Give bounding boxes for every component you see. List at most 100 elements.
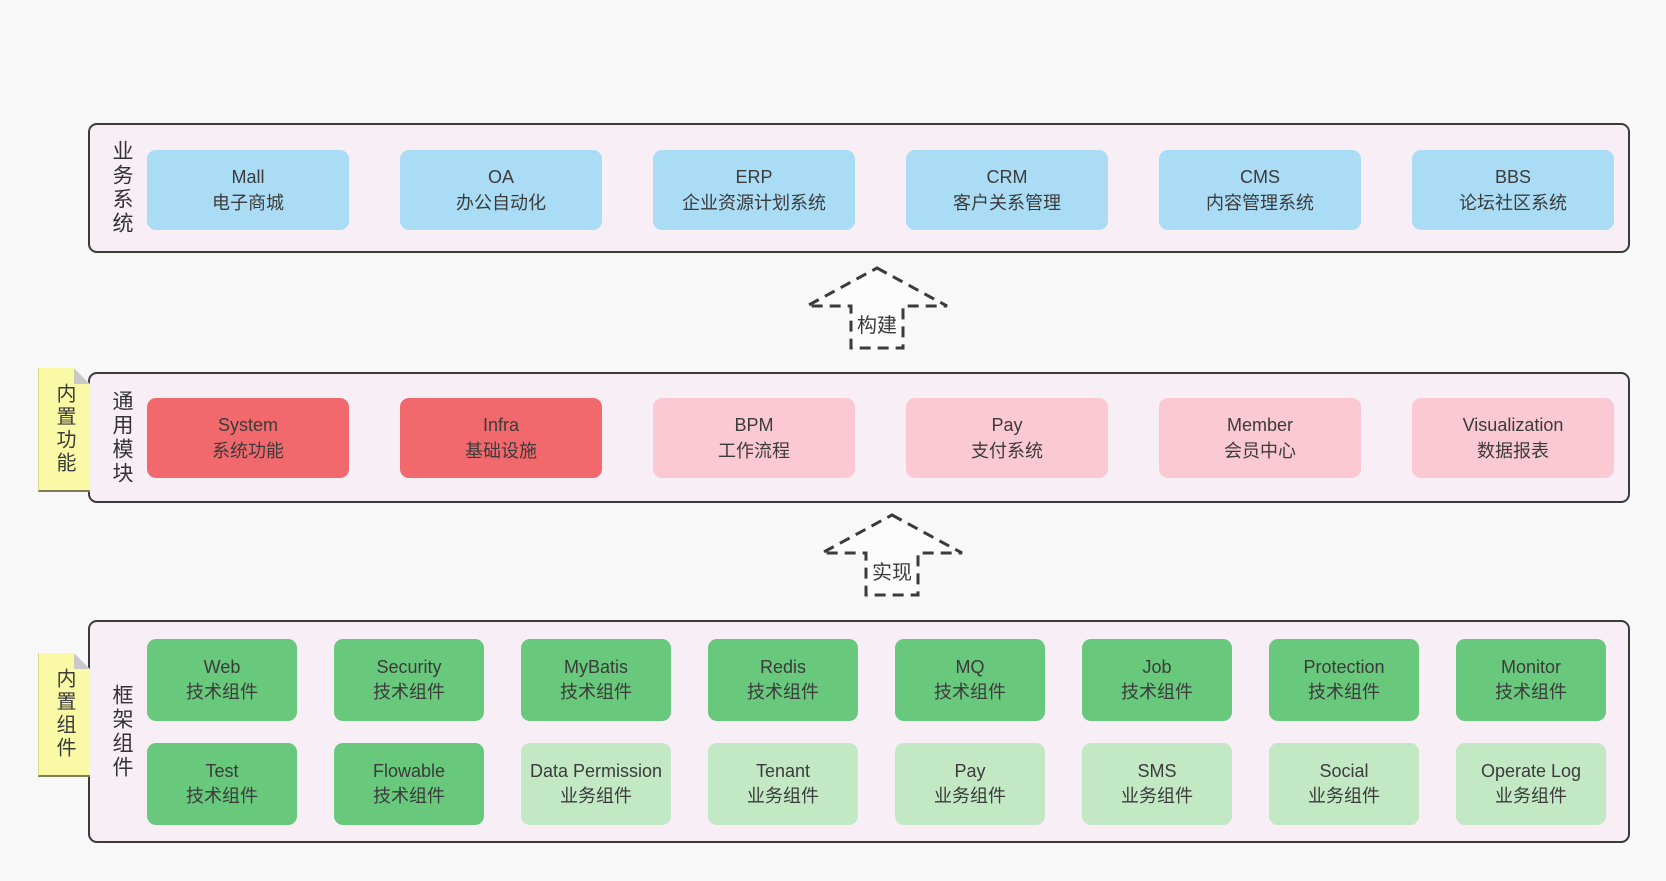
note-built-in-functions: 内置功能 — [38, 368, 90, 492]
card-subtitle: 业务组件 — [1495, 786, 1567, 806]
card-title: Pay — [954, 761, 986, 781]
card-subtitle: 技术组件 — [934, 682, 1006, 702]
card-subtitle: 业务组件 — [560, 786, 632, 806]
card-subtitle: 技术组件 — [560, 682, 632, 702]
card-title: Visualization — [1462, 415, 1564, 435]
card-subtitle: 电子商城 — [212, 193, 284, 213]
card-cms: CMS 内容管理系统 — [1159, 150, 1361, 230]
card-monitor: Monitor 技术组件 — [1456, 639, 1606, 721]
card-title: Redis — [759, 657, 807, 677]
card-infra: Infra 基础设施 — [400, 398, 602, 478]
section-business-systems: 业务系统 Mall 电子商城 OA 办公自动化 ERP 企业资源计划系统 CRM… — [88, 123, 1630, 253]
card-subtitle: 技术组件 — [186, 682, 258, 702]
card-job: Job 技术组件 — [1082, 639, 1232, 721]
card-title: OA — [487, 167, 514, 187]
card-subtitle: 企业资源计划系统 — [682, 193, 826, 213]
card-title: ERP — [735, 167, 773, 187]
card-subtitle: 技术组件 — [373, 682, 445, 702]
card-crm: CRM 客户关系管理 — [906, 150, 1108, 230]
card-title: CMS — [1240, 167, 1280, 187]
card-subtitle: 技术组件 — [373, 786, 445, 806]
section-common-modules: 通用模块 System 系统功能 Infra 基础设施 BPM 工作流程 Pay… — [88, 372, 1630, 503]
card-operate-log: Operate Log 业务组件 — [1456, 743, 1606, 825]
card-title: Mall — [231, 167, 265, 187]
card-subtitle: 技术组件 — [186, 786, 258, 806]
card-subtitle: 会员中心 — [1224, 441, 1296, 461]
card-title: Tenant — [755, 761, 811, 781]
card-title: MyBatis — [563, 657, 628, 677]
card-title: System — [217, 415, 278, 435]
card-redis: Redis 技术组件 — [708, 639, 858, 721]
card-title: Member — [1226, 415, 1293, 435]
card-subtitle: 论坛社区系统 — [1459, 193, 1567, 213]
card-title: Flowable — [372, 761, 446, 781]
business-row: Mall 电子商城 OA 办公自动化 ERP 企业资源计划系统 CRM 客户关系… — [147, 150, 1614, 230]
card-subtitle: 支付系统 — [971, 441, 1043, 461]
section-framework-label: 框架组件 — [110, 683, 133, 780]
section-business-label: 业务系统 — [110, 140, 133, 236]
card-mq: MQ 技术组件 — [895, 639, 1045, 721]
card-subtitle: 工作流程 — [718, 441, 790, 461]
build-arrow-label: 构建 — [857, 314, 897, 337]
card-subtitle: 系统功能 — [212, 441, 284, 461]
card-subtitle: 数据报表 — [1477, 441, 1549, 461]
card-subtitle: 业务组件 — [747, 786, 819, 806]
card-subtitle: 技术组件 — [1495, 682, 1567, 702]
card-security: Security 技术组件 — [334, 639, 484, 721]
card-title: Pay — [991, 415, 1023, 435]
card-title: MQ — [955, 657, 985, 677]
note-built-in-components: 内置组件 — [38, 653, 90, 777]
card-subtitle: 办公自动化 — [456, 193, 546, 213]
card-subtitle: 客户关系管理 — [953, 193, 1061, 213]
modules-row: System 系统功能 Infra 基础设施 BPM 工作流程 Pay 支付系统… — [147, 398, 1614, 478]
card-title: CRM — [986, 167, 1028, 187]
card-title: BPM — [734, 415, 774, 435]
card-bbs: BBS 论坛社区系统 — [1412, 150, 1614, 230]
card-title: Data Permission — [529, 761, 663, 781]
build-arrow-icon: 构建 — [806, 266, 948, 350]
card-flowable: Flowable 技术组件 — [334, 743, 484, 825]
framework-row-2: Test 技术组件 Flowable 技术组件 Data Permission … — [147, 743, 1606, 825]
card-title: Security — [376, 657, 442, 677]
card-mall: Mall 电子商城 — [147, 150, 349, 230]
card-pay-biz: Pay 业务组件 — [895, 743, 1045, 825]
section-modules-label: 通用模块 — [110, 389, 133, 486]
section-framework-components: 框架组件 Web 技术组件 Security 技术组件 MyBatis 技术组件… — [88, 620, 1630, 843]
folded-corner-icon — [74, 368, 90, 384]
card-subtitle: 业务组件 — [934, 786, 1006, 806]
card-data-permission: Data Permission 业务组件 — [521, 743, 671, 825]
card-title: Operate Log — [1480, 761, 1582, 781]
card-title: Infra — [482, 415, 520, 435]
card-subtitle: 基础设施 — [465, 441, 537, 461]
card-pay: Pay 支付系统 — [906, 398, 1108, 478]
card-bpm: BPM 工作流程 — [653, 398, 855, 478]
card-erp: ERP 企业资源计划系统 — [653, 150, 855, 230]
card-subtitle: 业务组件 — [1121, 786, 1193, 806]
card-title: Social — [1319, 761, 1369, 781]
card-test: Test 技术组件 — [147, 743, 297, 825]
card-title: Protection — [1303, 657, 1385, 677]
card-web: Web 技术组件 — [147, 639, 297, 721]
card-subtitle: 技术组件 — [1121, 682, 1193, 702]
card-subtitle: 业务组件 — [1308, 786, 1380, 806]
card-title: BBS — [1494, 167, 1532, 187]
card-mybatis: MyBatis 技术组件 — [521, 639, 671, 721]
note-text: 内置组件 — [53, 668, 75, 760]
card-tenant: Tenant 业务组件 — [708, 743, 858, 825]
card-title: SMS — [1137, 761, 1177, 781]
card-subtitle: 技术组件 — [747, 682, 819, 702]
card-oa: OA 办公自动化 — [400, 150, 602, 230]
card-subtitle: 技术组件 — [1308, 682, 1380, 702]
card-system: System 系统功能 — [147, 398, 349, 478]
implement-arrow-icon: 实现 — [821, 513, 963, 597]
card-title: Web — [203, 657, 241, 677]
card-social: Social 业务组件 — [1269, 743, 1419, 825]
card-protection: Protection 技术组件 — [1269, 639, 1419, 721]
card-member: Member 会员中心 — [1159, 398, 1361, 478]
card-subtitle: 内容管理系统 — [1206, 193, 1314, 213]
note-text: 内置功能 — [53, 383, 75, 475]
implement-arrow-label: 实现 — [872, 561, 912, 584]
framework-row-1: Web 技术组件 Security 技术组件 MyBatis 技术组件 Redi… — [147, 639, 1606, 721]
card-sms: SMS 业务组件 — [1082, 743, 1232, 825]
